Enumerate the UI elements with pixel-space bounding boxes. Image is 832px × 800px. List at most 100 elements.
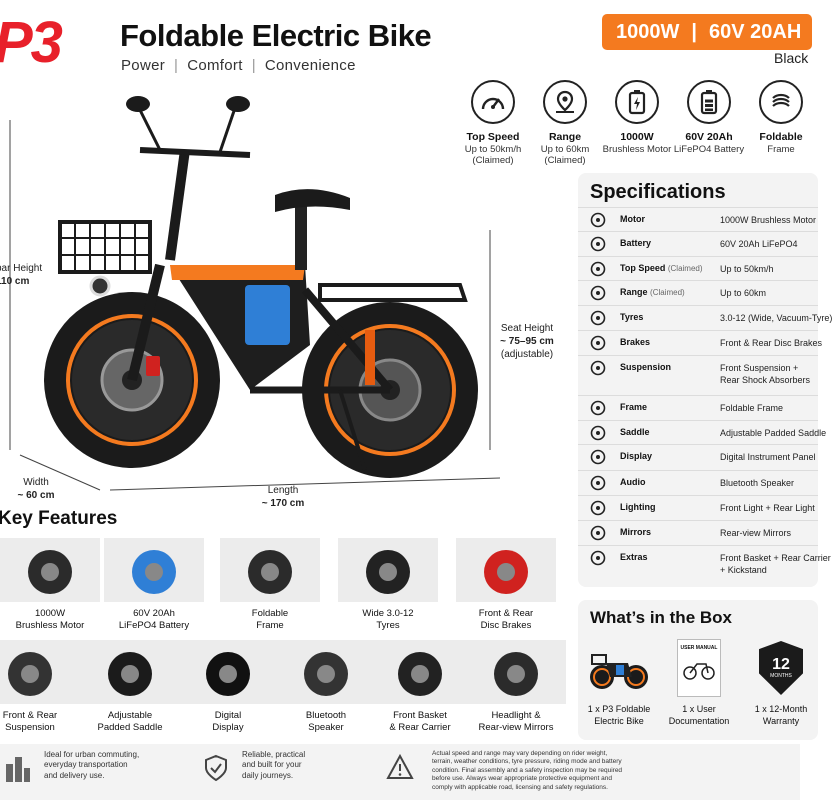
- spec-key: Saddle: [620, 427, 650, 437]
- spec-value: Front Basket + Rear Carrier+ Kickstand: [720, 553, 831, 576]
- bike-illustration: [9, 96, 501, 491]
- spec-row-battery: Battery 60V 20Ah LiFePO4: [578, 231, 818, 255]
- feature-foldable: Foldable Frame: [744, 80, 818, 155]
- feature-note: (Claimed): [472, 154, 514, 166]
- footer-disclaimer: Actual speed and range may vary dependin…: [432, 750, 623, 791]
- battery-motor-icon: [615, 80, 659, 124]
- spec-key: Brakes: [620, 337, 651, 347]
- feature-range: Range Up to 60km (Claimed): [528, 80, 602, 166]
- colour-label: Black: [774, 50, 809, 66]
- key-features-title: Key Features: [0, 508, 118, 529]
- city-icon: [6, 757, 30, 782]
- spec-key: Mirrors: [620, 527, 652, 537]
- feature-photo: [338, 538, 438, 602]
- rear-shock: [365, 330, 375, 385]
- badge-battery: 60V 20AH: [708, 21, 802, 43]
- spec-value: Rear-view Mirrors: [720, 528, 792, 538]
- tagline-comfort: Comfort: [187, 57, 243, 74]
- spec-key: Motor: [620, 214, 645, 224]
- feature-sub: Up to 50km/h: [464, 143, 522, 155]
- key-feature-item: Front Basket& Rear Carrier: [370, 640, 470, 735]
- spec-row-audio: Audio Bluetooth Speaker: [578, 470, 818, 494]
- feature-title: 60V 20Ah: [685, 131, 733, 143]
- light-icon: [590, 500, 606, 516]
- feature-top-speed: Top Speed Up to 50km/h (Claimed): [456, 80, 530, 166]
- spec-value: Foldable Frame: [720, 403, 784, 413]
- spec-value: Front Light + Rear Light: [720, 503, 815, 513]
- feature-title: 1000W: [620, 131, 654, 143]
- feature-title: Range: [548, 131, 582, 143]
- badge-power: 1000W: [616, 21, 680, 43]
- mirror-right: [226, 96, 250, 112]
- tyre-icon: [590, 310, 606, 326]
- spec-value: Bluetooth Speaker: [720, 478, 795, 488]
- feature-note: (Claimed): [544, 154, 586, 166]
- feature-title: Top Speed: [466, 131, 520, 143]
- feature-sub: LiFePO4 Battery: [673, 143, 745, 155]
- feature-photo: [0, 538, 100, 602]
- tagline: Power|Comfort|Convenience: [121, 57, 356, 74]
- feature-photo: [0, 640, 80, 704]
- spec-value: 1000W Brushless Motor: [720, 215, 817, 225]
- speedometer-icon: [471, 80, 515, 124]
- spec-row-display: Display Digital Instrument Panel: [578, 444, 818, 468]
- feature-sub: Up to 60km: [540, 143, 590, 155]
- specifications-panel: Specifications Motor 1000W Brushless Mot…: [578, 173, 832, 587]
- spec-row-suspension: Suspension Front Suspension +Rear Shock …: [578, 355, 818, 395]
- feature-battery: 60V 20Ah LiFePO4 Battery: [672, 80, 746, 155]
- spec-row-lighting: Lighting Front Light + Rear Light: [578, 495, 818, 519]
- feature-photo: [80, 640, 180, 704]
- key-feature-item: Headlight &Rear-view Mirrors: [466, 640, 566, 735]
- manual-icon: USER MANUAL: [677, 639, 721, 697]
- motor-icon: [590, 212, 606, 228]
- spec-row-motor: Motor 1000W Brushless Motor: [578, 207, 818, 231]
- rear-carrier: [318, 283, 468, 302]
- spec-row-top-speed: Top Speed (Claimed) Up to 50km/h: [578, 256, 818, 280]
- feature-photo: [466, 640, 566, 704]
- frame-icon: [590, 400, 606, 416]
- spec-value: Up to 50km/h: [720, 264, 774, 274]
- spec-row-brakes: Brakes Front & Rear Disc Brakes: [578, 330, 823, 354]
- mirror-left: [126, 96, 150, 112]
- spec-key: Top Speed (Claimed): [620, 263, 703, 273]
- spec-row-saddle: Saddle Adjustable Padded Saddle: [578, 420, 827, 444]
- logo-text: P3: [0, 10, 63, 75]
- feature-photo: [456, 538, 556, 602]
- feature-photo: [276, 640, 376, 704]
- spring-icon: [590, 360, 606, 376]
- spec-row-frame: Frame Foldable Frame: [578, 395, 818, 419]
- fold-icon: [759, 80, 803, 124]
- feature-sub: Brushless Motor: [602, 143, 672, 155]
- speedometer-icon: [590, 261, 606, 277]
- box-title: What’s in the Box: [590, 608, 732, 627]
- feature-photo: [370, 640, 470, 704]
- spec-key: Audio: [620, 477, 646, 487]
- spec-value: Digital Instrument Panel: [720, 452, 816, 462]
- battery-icon: [590, 236, 606, 252]
- brake-disc-icon: [590, 335, 606, 351]
- map-pin-icon: [590, 285, 606, 301]
- spec-value: Adjustable Padded Saddle: [720, 428, 827, 438]
- spec-row-tyres: Tyres 3.0-12 (Wide, Vacuum-Tyre): [578, 305, 832, 329]
- length-label: Length ~ 170 cm: [261, 485, 305, 509]
- product-sheet: P3 Foldable Electric Bike Power|Comfort|…: [0, 10, 832, 800]
- spec-key: Suspension: [620, 362, 672, 372]
- saddle-icon: [590, 425, 606, 441]
- tagline-convenience: Convenience: [264, 57, 356, 74]
- spec-key: Frame: [620, 402, 648, 412]
- battery-pack: [245, 285, 290, 345]
- mirror-icon: [590, 525, 606, 541]
- battery-icon: [687, 80, 731, 124]
- spec-value: Front & Rear Disc Brakes: [720, 338, 823, 348]
- power-badge: 1000W|60V 20AH: [602, 14, 812, 50]
- bike-icon: [590, 654, 648, 689]
- page-title: Foldable Electric Bike: [120, 18, 432, 53]
